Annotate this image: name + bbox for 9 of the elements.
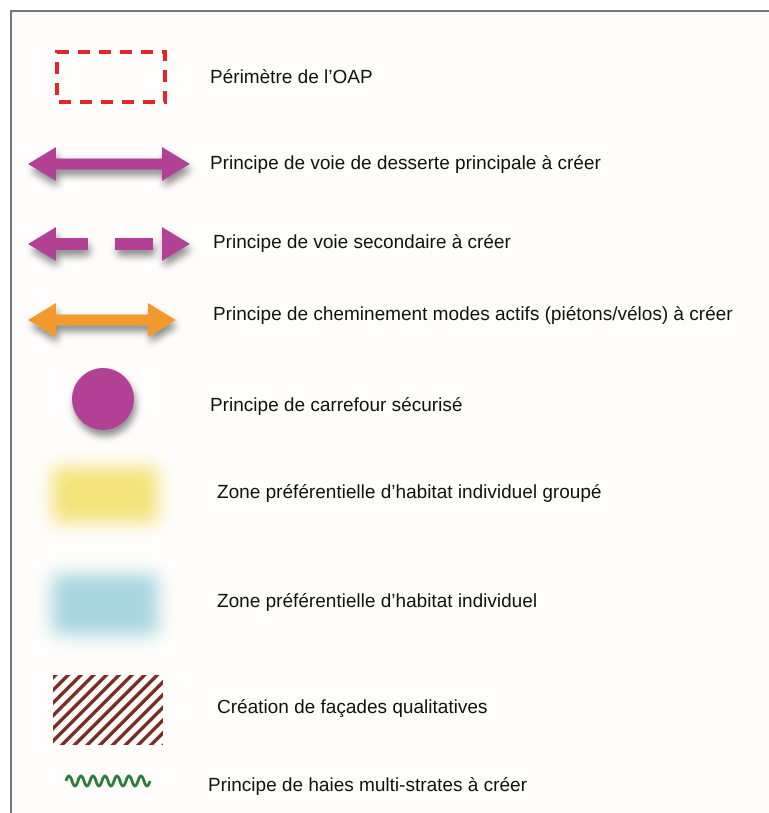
- legend-label: Principe de voie de desserte principale à créer: [210, 152, 602, 176]
- legend-label: Zone préférentielle d’habitat individuel: [217, 590, 538, 614]
- legend-label: Zone préférentielle d’habitat individuel groupé: [217, 481, 602, 505]
- legend-label: Périmètre de l’OAP: [210, 66, 374, 90]
- legend-label: Principe de haies multi-strates à créer: [208, 774, 528, 798]
- legend-label: Principe de carrefour sécurisé: [210, 394, 464, 418]
- legend-label: Principe de voie secondaire à créer: [213, 231, 512, 255]
- legend-label: Création de façades qualitatives: [217, 696, 488, 720]
- legend-label: Principe de cheminement modes actifs (piétons/vélos) à créer: [213, 303, 734, 327]
